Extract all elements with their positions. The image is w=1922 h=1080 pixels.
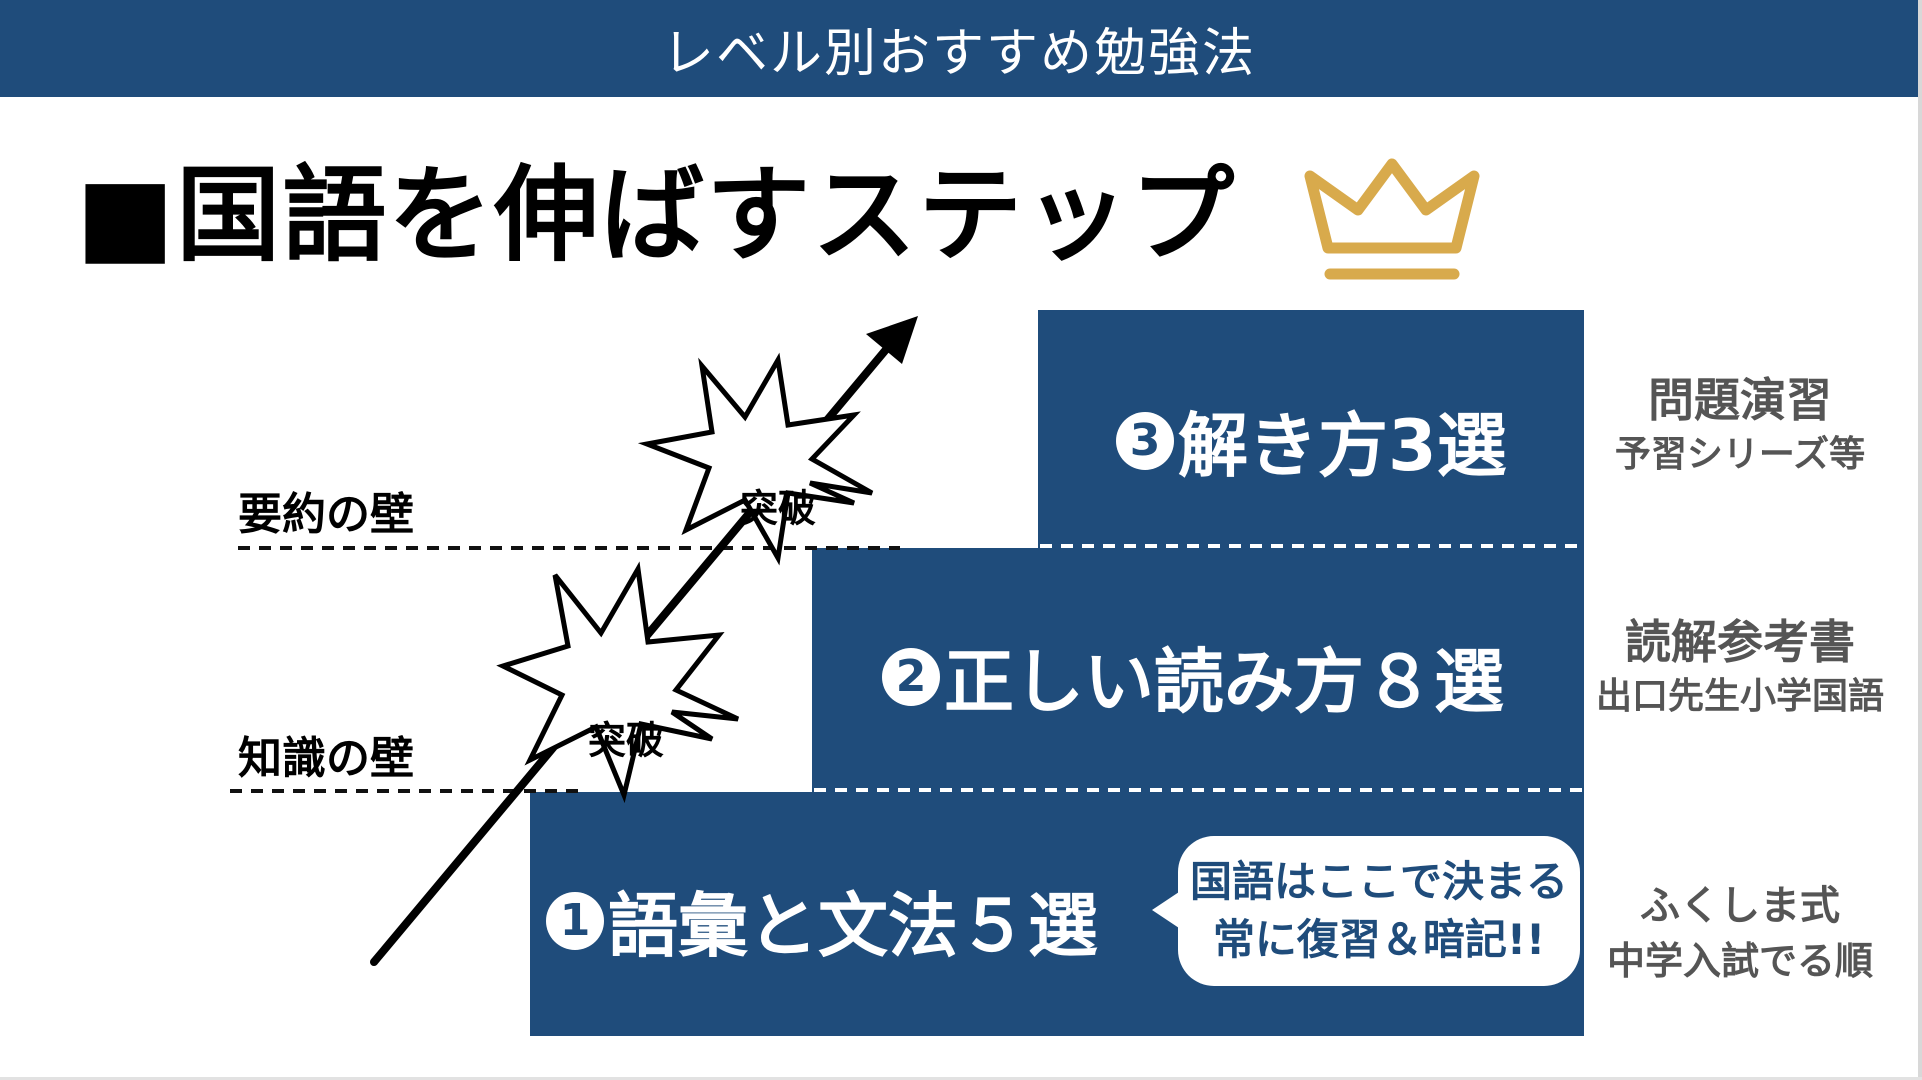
header-bar: レベル別おすすめ勉強法 [0, 0, 1918, 97]
burst-label-top: 突破 [739, 486, 817, 531]
callout-bubble: 国語はここで決まる 常に復習＆暗記!! [1178, 836, 1580, 986]
right-edge [1918, 0, 1922, 1080]
wall-label-summary: 要約の壁 [238, 489, 414, 540]
burst-label-bottom: 突破 [587, 718, 665, 763]
callout-line-1: 国語はここで決まる [1189, 857, 1568, 906]
step-3-title: 解き方3選 [1178, 405, 1507, 487]
step-2-label: 2 正しい読み方８選 [882, 626, 1504, 727]
side-title-step-1: ふくしま式 [1640, 883, 1840, 929]
step-1-title: 語彙と文法５選 [608, 885, 1098, 967]
side-sub-step-2: 出口先生小学国語 [1595, 676, 1884, 717]
side-title-step-2: 読解参考書 [1625, 615, 1855, 669]
step-1-block: 1 語彙と文法５選 国語はここで決まる 常に復習＆暗記!! [530, 792, 1584, 1036]
step-3-number: 3 [1116, 411, 1174, 470]
side-sub-step-3: 予習シリーズ等 [1614, 434, 1866, 475]
header-title: レベル別おすすめ勉強法 [661, 24, 1256, 84]
callout-line-2: 常に復習＆暗記!! [1212, 915, 1546, 964]
dashed-lines [230, 544, 1584, 793]
step-2-title: 正しい読み方８選 [944, 641, 1504, 723]
step-1-label: 1 語彙と文法５選 [546, 870, 1098, 971]
wall-label-knowledge: 知識の壁 [238, 733, 414, 784]
step-1-number: 1 [546, 891, 604, 950]
side-sub-step-1: 中学入試でる順 [1606, 939, 1873, 983]
side-text-step-3: 問題演習 予習シリーズ等 [1590, 370, 1890, 480]
main-title: ■国語を伸ばすステップ [76, 154, 1237, 276]
side-text-step-2: 読解参考書 出口先生小学国語 [1590, 612, 1890, 722]
step-2-number: 2 [882, 647, 940, 706]
side-title-step-3: 問題演習 [1648, 373, 1832, 427]
callout-tail [1152, 890, 1182, 930]
side-text-step-1: ふくしま式 中学入試でる順 [1590, 876, 1890, 986]
step-3-block: 3 解き方3選 [1038, 310, 1584, 548]
step-3-label: 3 解き方3選 [1116, 390, 1507, 491]
crown-icon [1304, 158, 1480, 280]
bottom-edge [0, 1077, 1922, 1080]
step-2-block: 2 正しい読み方８選 [812, 548, 1584, 792]
burst-icon-bottom [496, 561, 740, 804]
burst-icon-top [637, 352, 874, 566]
